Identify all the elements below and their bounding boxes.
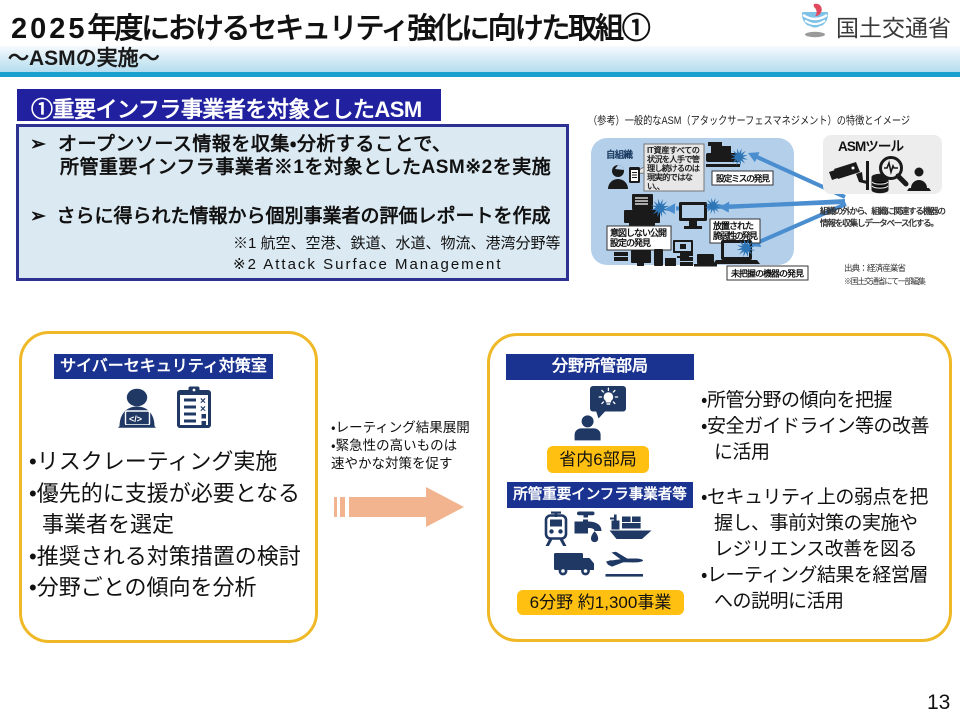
svg-text:理し続けるのは: 理し続けるのは bbox=[647, 163, 700, 173]
svg-text:組織の外から、組織に関連する機器の: 組織の外から、組織に関連する機器の bbox=[819, 205, 946, 216]
svg-text:IT資産すべての: IT資産すべての bbox=[647, 145, 700, 155]
svg-text:設定ミスの発見: 設定ミスの発見 bbox=[716, 173, 770, 184]
svg-text:現実的ではな: 現実的ではな bbox=[647, 172, 693, 182]
svg-text:</>: </> bbox=[129, 414, 142, 424]
svg-text:状況を人手で管: 状況を人手で管 bbox=[647, 154, 700, 164]
svg-text:自組織: 自組織 bbox=[606, 149, 633, 161]
svg-text:出典：経済産業省: 出典：経済産業省 bbox=[844, 263, 906, 273]
svg-text:（参考）一般的なASM（アタックサーフェスマネジメント）の特: （参考）一般的なASM（アタックサーフェスマネジメント）の特徴とイメージ bbox=[588, 113, 910, 127]
svg-text:設定の発見: 設定の発見 bbox=[610, 237, 651, 248]
svg-text:※国土交通省にて一部編集: ※国土交通省にて一部編集 bbox=[844, 276, 926, 286]
svg-text:放置された: 放置された bbox=[712, 220, 754, 231]
svg-text:い、、: い、、 bbox=[647, 182, 665, 191]
svg-text:意図しない公開: 意図しない公開 bbox=[610, 227, 667, 238]
svg-text:脆弱性の発見: 脆弱性の発見 bbox=[712, 230, 758, 241]
svg-text:未把握の機器の発見: 未把握の機器の発見 bbox=[730, 268, 804, 279]
svg-text:×: × bbox=[200, 404, 206, 415]
svg-text:×: × bbox=[200, 396, 206, 407]
svg-text:ASMツール: ASMツール bbox=[838, 139, 905, 154]
svg-text:情報を収集しデータベース化する。: 情報を収集しデータベース化する。 bbox=[819, 217, 939, 228]
